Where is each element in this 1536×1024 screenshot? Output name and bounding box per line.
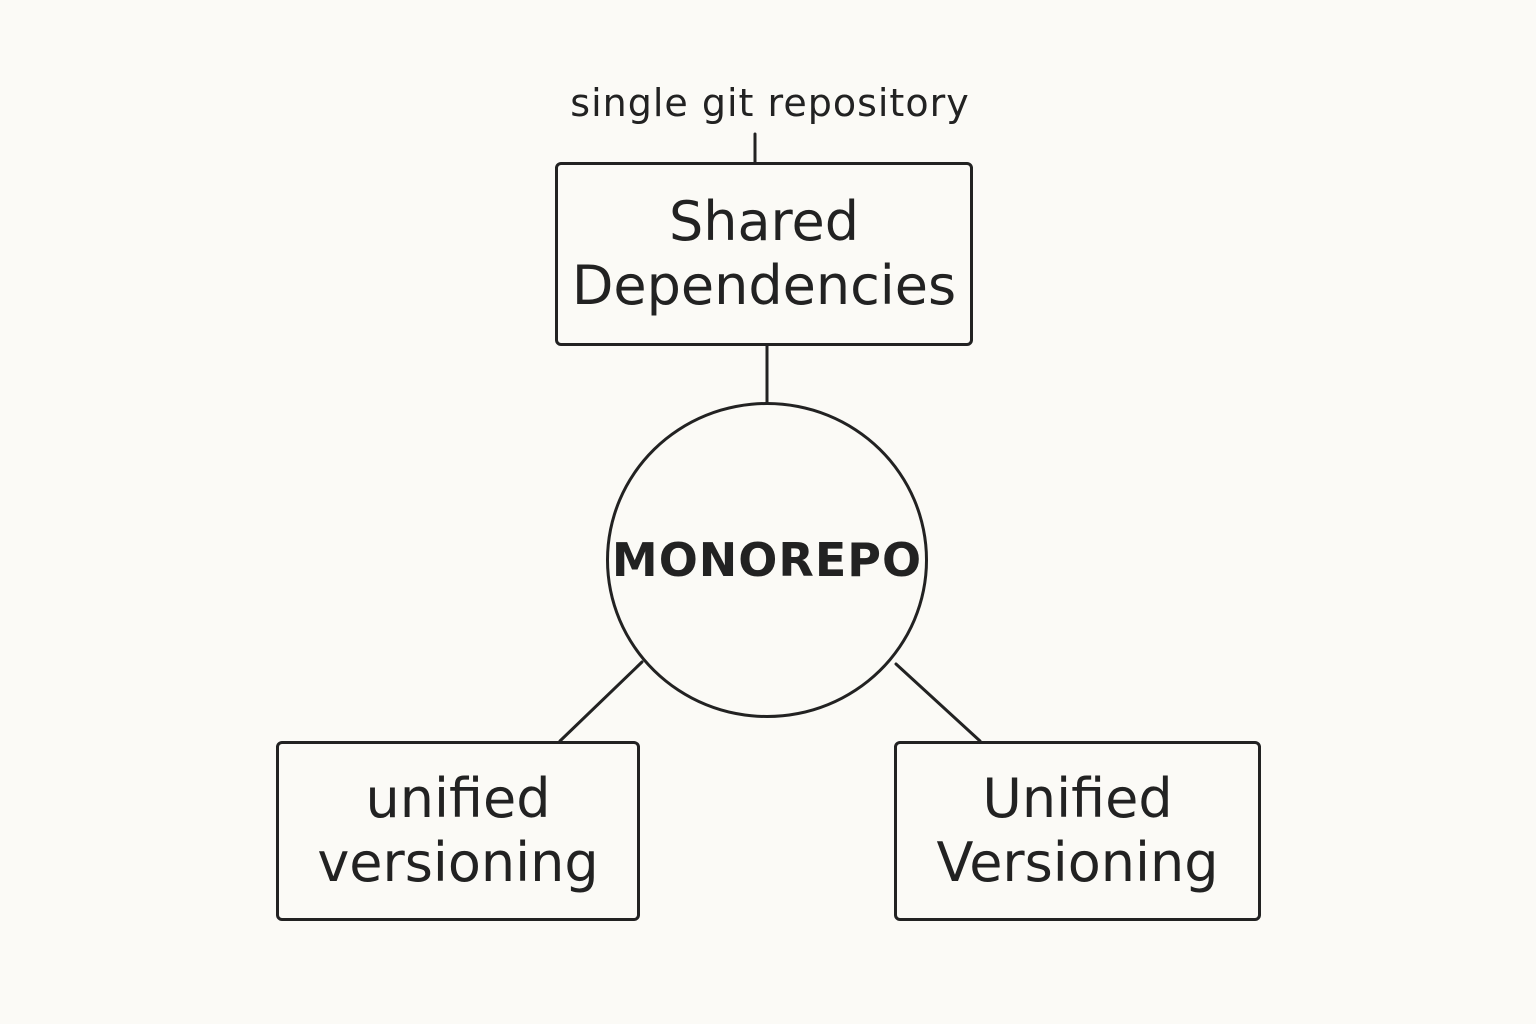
monorepo-hub: MONOREPO <box>606 402 928 718</box>
shared-dependencies-line2: Dependencies <box>571 254 957 317</box>
connector-hub-to-left-box <box>558 660 644 743</box>
right-box-line2: Versioning <box>936 831 1219 894</box>
left-box-line1: unified <box>365 767 551 830</box>
unified-versioning-box-left: unified versioning <box>276 741 640 921</box>
left-box-line2: versioning <box>317 831 599 894</box>
connector-hub-to-right-box <box>894 662 982 743</box>
shared-dependencies-line1: Shared <box>668 190 860 253</box>
shared-dependencies-box: Shared Dependencies <box>555 162 973 346</box>
monorepo-label: MONOREPO <box>611 533 923 587</box>
repository-label: single git repository <box>570 81 970 125</box>
right-box-line1: Unified <box>982 767 1173 830</box>
unified-versioning-box-right: Unified Versioning <box>894 741 1261 921</box>
